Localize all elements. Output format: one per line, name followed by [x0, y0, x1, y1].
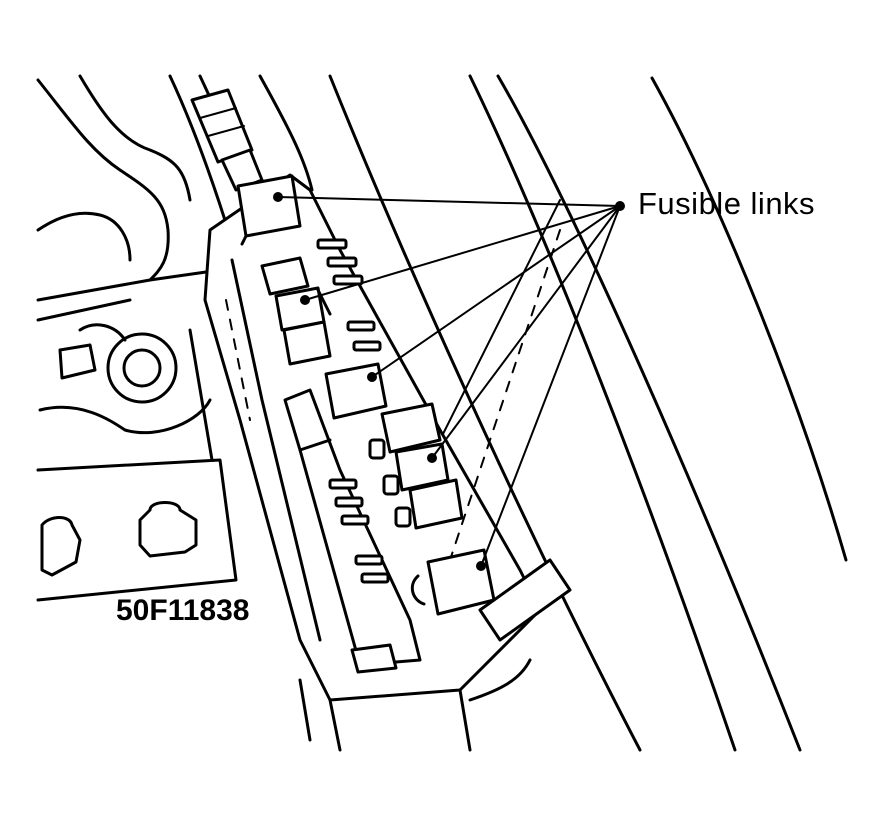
fusible-links-label: Fusible links: [638, 186, 816, 221]
fusible-link-2: [260, 256, 332, 366]
fusible-link-4: [380, 402, 464, 530]
fuse-box-housing: [203, 173, 572, 752]
left-components: [36, 74, 314, 602]
figure-id-label: 50F11838: [116, 594, 250, 627]
callout-leaders: [273, 192, 625, 571]
fender-contours: [328, 74, 848, 752]
callout-hub-dot: [615, 201, 625, 211]
fusible-link-1: [236, 174, 302, 246]
